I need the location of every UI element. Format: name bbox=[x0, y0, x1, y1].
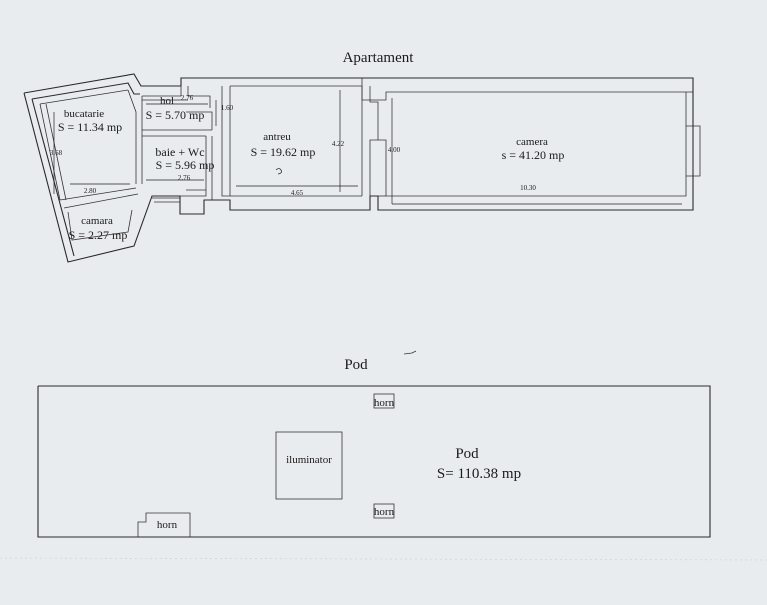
chimney-middle bbox=[373, 503, 395, 519]
dim-antreu-width: 4.65 bbox=[291, 189, 304, 197]
chimney-top bbox=[373, 393, 395, 409]
attic-plan: horn iluminator horn horn bbox=[37, 385, 711, 538]
apartment-plan bbox=[23, 73, 701, 263]
apartment-title: Apartament bbox=[343, 50, 415, 66]
pen-mark bbox=[403, 350, 417, 355]
pen-mark bbox=[275, 168, 282, 175]
room-camara-name: camara bbox=[81, 215, 113, 227]
dim-hol-width: 2.76 bbox=[181, 94, 194, 102]
dim-antreu-height: 4.22 bbox=[332, 140, 345, 148]
room-baie-name: baie + Wc bbox=[155, 145, 204, 159]
room-bucatarie-name: bucatarie bbox=[64, 108, 104, 120]
room-camera-area: s = 41.20 mp bbox=[502, 148, 565, 162]
outer-walls bbox=[23, 73, 694, 263]
attic-title: Pod bbox=[344, 357, 368, 373]
dim-camera-width: 10.30 bbox=[520, 184, 536, 192]
room-hol-area: S = 5.70 mp bbox=[146, 108, 205, 122]
skylight-label: iluminator bbox=[286, 454, 332, 466]
dimension-lines bbox=[53, 90, 682, 205]
chimney-middle-label: horn bbox=[374, 506, 395, 518]
room-bucatarie-area: S = 11.34 mp bbox=[58, 120, 122, 134]
chimney-bottom-left bbox=[137, 512, 191, 537]
attic-room-name: Pod bbox=[455, 446, 479, 462]
skylight bbox=[275, 431, 343, 500]
room-baie-area: S = 5.96 mp bbox=[156, 158, 215, 172]
dim-hol-depth: 1.60 bbox=[221, 104, 234, 112]
dim-bucatarie-width: 2.80 bbox=[84, 187, 97, 195]
dim-baie-width: 2.76 bbox=[178, 174, 191, 182]
room-antreu-name: antreu bbox=[263, 131, 291, 143]
dim-bucatarie-height: 3.68 bbox=[50, 149, 63, 157]
chimney-bottom-left-label: horn bbox=[157, 519, 178, 531]
room-antreu-area: S = 19.62 mp bbox=[251, 145, 316, 159]
room-camera-name: camera bbox=[516, 136, 548, 148]
dim-camera-height: 4.00 bbox=[388, 146, 401, 154]
attic-outline bbox=[37, 385, 711, 538]
chimney-top-label: horn bbox=[374, 397, 395, 409]
kitchen-outer-inner-line bbox=[31, 82, 140, 100]
room-camara-area: S = 2.27 mp bbox=[69, 228, 128, 242]
room-hol-name: hol bbox=[160, 95, 174, 107]
attic-area: S= 110.38 mp bbox=[437, 466, 521, 482]
